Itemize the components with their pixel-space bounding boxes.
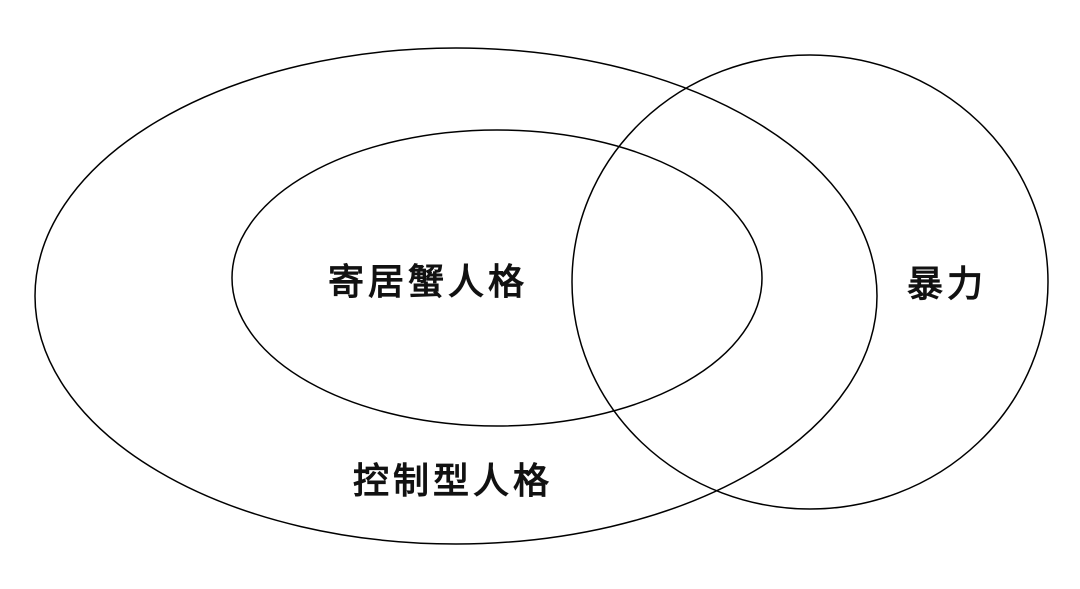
right-ellipse-violence — [571, 54, 1049, 510]
outer-ellipse-controlling-personality — [34, 47, 878, 545]
label-controlling-personality: 控制型人格 — [352, 461, 554, 502]
label-hermit-crab-personality: 寄居蟹人格 — [327, 262, 529, 303]
label-violence: 暴力 — [906, 264, 988, 305]
inner-ellipse-hermit-crab-personality — [231, 129, 763, 427]
